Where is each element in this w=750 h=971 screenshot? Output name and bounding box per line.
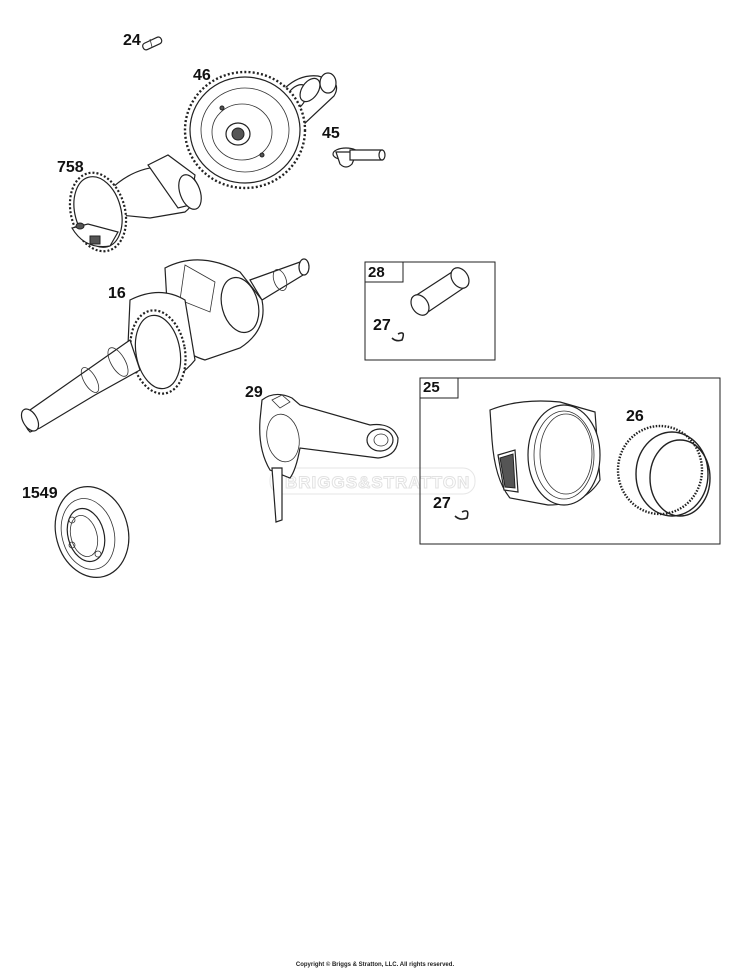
callout-758: 758 xyxy=(57,159,84,176)
callout-1549: 1549 xyxy=(22,485,58,502)
callout-27-pin: 27 xyxy=(373,317,391,334)
callout-45: 45 xyxy=(322,125,340,142)
part-28-piston-pin[interactable] xyxy=(407,264,472,318)
copyright-notice: Copyright © Briggs & Stratton, LLC. All … xyxy=(295,962,455,968)
callout-26: 26 xyxy=(626,408,644,425)
group-box-25: 25 xyxy=(419,377,721,545)
callout-29: 29 xyxy=(245,384,263,401)
callout-16: 16 xyxy=(108,285,126,302)
callout-27-piston: 27 xyxy=(433,495,451,512)
part-27-circlip-pin[interactable] xyxy=(391,332,405,342)
part-1549-bearing[interactable] xyxy=(45,478,138,586)
part-758-camshaft-assembly[interactable] xyxy=(62,154,206,258)
part-16-crankshaft[interactable] xyxy=(18,258,310,434)
callout-46: 46 xyxy=(193,67,211,84)
watermark: BRIGGS&STRATTON xyxy=(269,467,476,495)
callout-24: 24 xyxy=(123,32,141,49)
part-27-circlip-piston[interactable] xyxy=(454,510,469,520)
box-label-28: 28 xyxy=(368,264,385,281)
box-label-25: 25 xyxy=(423,379,440,396)
part-26-ring-set[interactable] xyxy=(616,424,711,517)
part-45-tappet[interactable] xyxy=(332,147,386,168)
part-46-camshaft[interactable] xyxy=(183,70,338,190)
part-24-pin[interactable] xyxy=(142,36,163,51)
group-box-28: 28 xyxy=(364,261,496,361)
part-29-connecting-rod[interactable] xyxy=(259,393,399,523)
part-25-piston[interactable] xyxy=(489,400,601,506)
watermark-text: BRIGGS&STRATTON xyxy=(285,473,470,492)
